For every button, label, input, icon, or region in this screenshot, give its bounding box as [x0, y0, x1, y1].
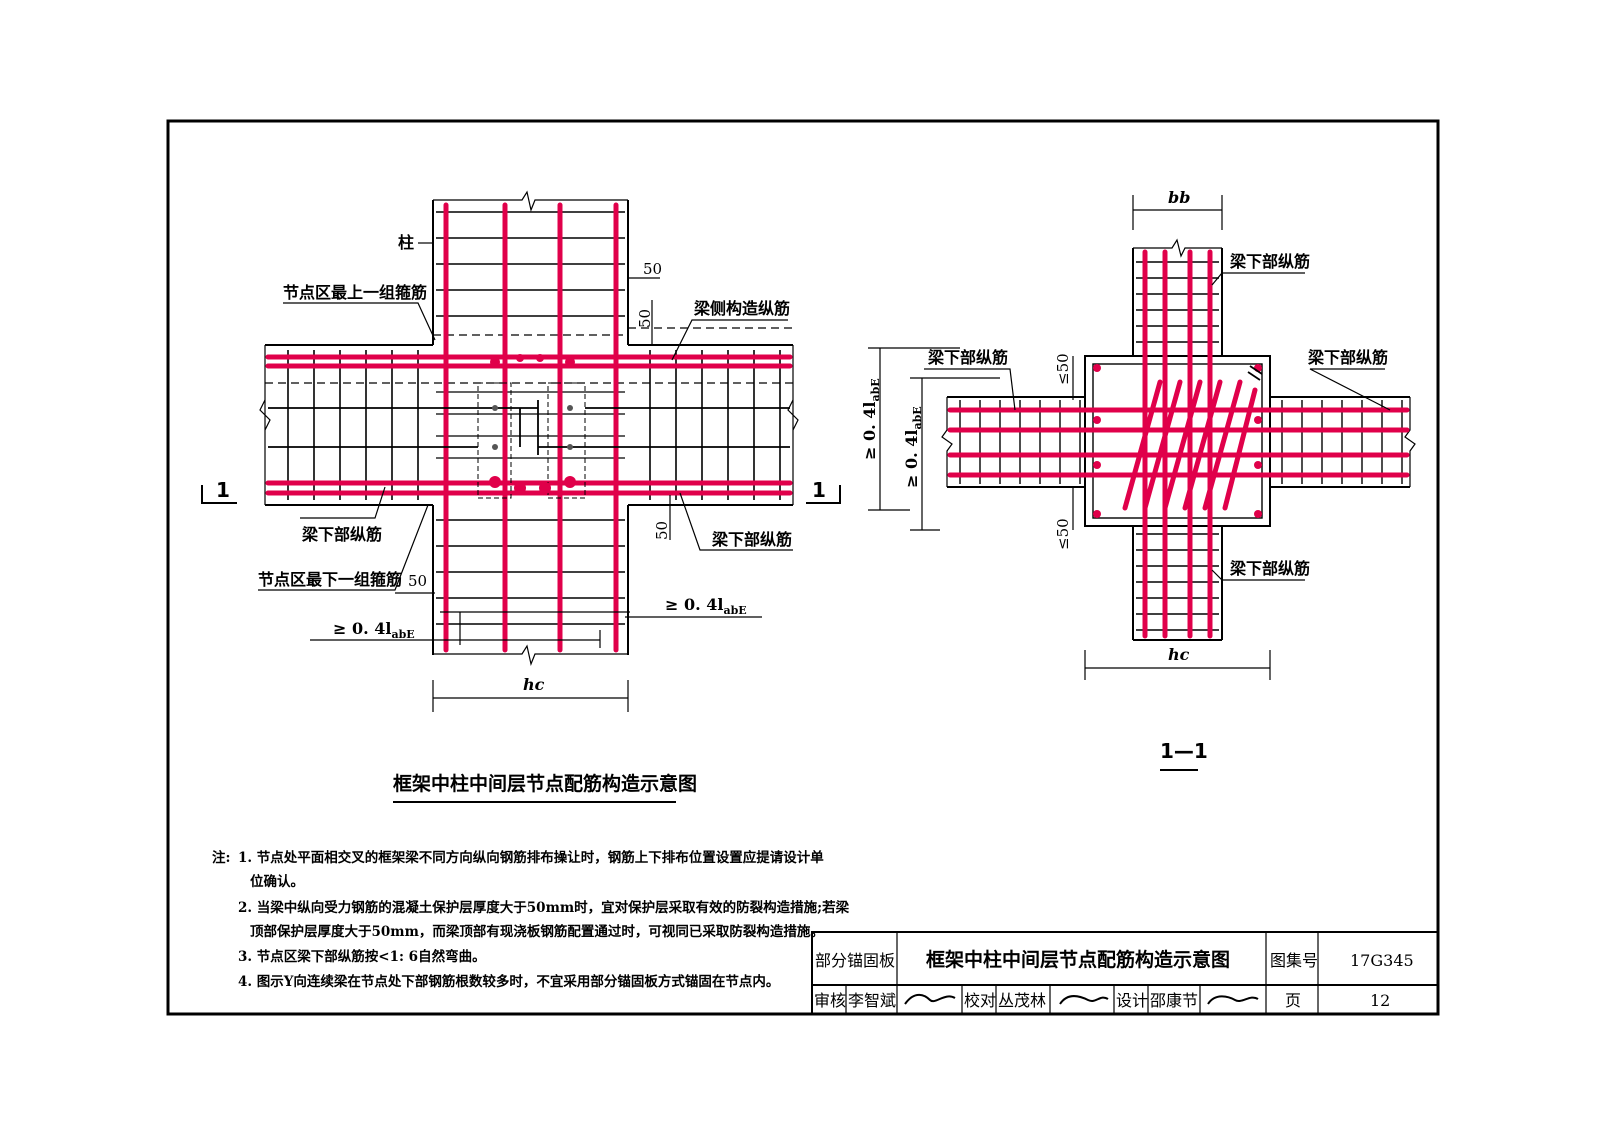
- section-mark-right: 1: [812, 478, 826, 502]
- section-drawing: bb hc ≤50 ≤50 ≥ 0. 4labE ≥ 0. 4labE 梁下部纵…: [860, 188, 1416, 771]
- dim-le50-top: ≤50: [1054, 353, 1072, 385]
- tb-page-no: 12: [1370, 991, 1390, 1010]
- tb-designer-signature: [1207, 995, 1259, 1005]
- label-top-stirrup: 节点区最上一组箍筋: [283, 283, 427, 302]
- section-mark-left: 1: [216, 478, 230, 502]
- notes-block: 注: 1. 节点处平面相交叉的框架梁不同方向纵向钢筋排布操让时，钢筋上下排布位置…: [212, 849, 850, 990]
- tb-checker: 丛茂林: [998, 991, 1046, 1010]
- elevation-title: 框架中柱中间层节点配筋构造示意图: [393, 772, 697, 795]
- tb-design-label: 设计: [1116, 991, 1148, 1010]
- label-bottom-bar-left: 梁下部纵筋: [301, 525, 382, 544]
- label-column: 柱: [398, 233, 414, 252]
- dim-anchor-inner: ≥ 0. 4labE: [902, 406, 924, 488]
- sheet-border: [166, 119, 1440, 1016]
- dim-anchor-right: ≥ 0. 4labE: [665, 595, 747, 617]
- note-2: 2. 当梁中纵向受力钢筋的混凝土保护层厚度大于50mm时，宜对保护层采取有效的防…: [238, 899, 850, 916]
- notes-prefix: 注:: [212, 849, 230, 866]
- label-bottom-bar-right: 梁下部纵筋: [711, 530, 792, 549]
- tb-check-label: 校对: [964, 991, 996, 1010]
- dim-50-top: 50: [643, 260, 662, 278]
- tb-drawing-title: 框架中柱中间层节点配筋构造示意图: [926, 948, 1230, 971]
- note-3: 3. 节点区梁下部纵筋按<1: 6自然弯曲。: [238, 948, 486, 965]
- tb-checker-signature: [1059, 995, 1109, 1005]
- tb-review-label: 审核: [814, 991, 846, 1010]
- tb-atlas-no: 17G345: [1350, 951, 1414, 970]
- section-label-left: 梁下部纵筋: [927, 348, 1008, 367]
- tb-category: 部分锚固板: [815, 951, 895, 970]
- dim-50-top2: 50: [636, 309, 654, 328]
- elevation-drawing: 1 1 柱 节点区最上一组箍筋 梁侧构造纵筋 梁下部纵筋 梁下部纵筋 节点区最下…: [201, 190, 841, 803]
- dim-50-bottom: 50: [653, 521, 671, 540]
- dim-50-lower: 50: [408, 572, 427, 590]
- label-side-bar: 梁侧构造纵筋: [693, 299, 790, 318]
- note-1: 1. 节点处平面相交叉的框架梁不同方向纵向钢筋排布操让时，钢筋上下排布位置设置应…: [238, 849, 824, 866]
- section-label-bottom: 梁下部纵筋: [1229, 559, 1310, 578]
- note-4: 4. 图示Y向连续梁在节点处下部钢筋根数较多时，不宜采用部分锚固板方式锚固在节点…: [238, 973, 779, 990]
- dim-hc-elevation: hc: [523, 675, 545, 694]
- note-2b: 顶部保护层厚度大于50mm，而梁顶部有现浇板钢筋配置通过时，可视同已采取防裂构造…: [250, 923, 824, 940]
- section-title: 1—1: [1160, 739, 1208, 763]
- tb-designer: 邵康节: [1150, 991, 1198, 1010]
- dim-hc-section: hc: [1168, 645, 1190, 664]
- dim-anchor-outer: ≥ 0. 4labE: [860, 378, 882, 460]
- note-1b: 位确认。: [250, 873, 304, 890]
- section-label-top: 梁下部纵筋: [1229, 252, 1310, 271]
- label-bottom-stirrup: 节点区最下一组箍筋: [258, 570, 402, 589]
- tb-page-label: 页: [1285, 991, 1301, 1010]
- title-block: 部分锚固板 框架中柱中间层节点配筋构造示意图 图集号 17G345 审核 李智斌…: [811, 931, 1439, 1015]
- dim-le50-bottom: ≤50: [1054, 518, 1072, 550]
- tb-atlas-label: 图集号: [1270, 951, 1318, 970]
- tb-reviewer: 李智斌: [848, 991, 896, 1010]
- dim-bb: bb: [1168, 188, 1190, 207]
- tb-reviewer-signature: [904, 993, 956, 1005]
- section-label-right: 梁下部纵筋: [1307, 348, 1388, 367]
- dim-anchor-left: ≥ 0. 4labE: [333, 619, 415, 641]
